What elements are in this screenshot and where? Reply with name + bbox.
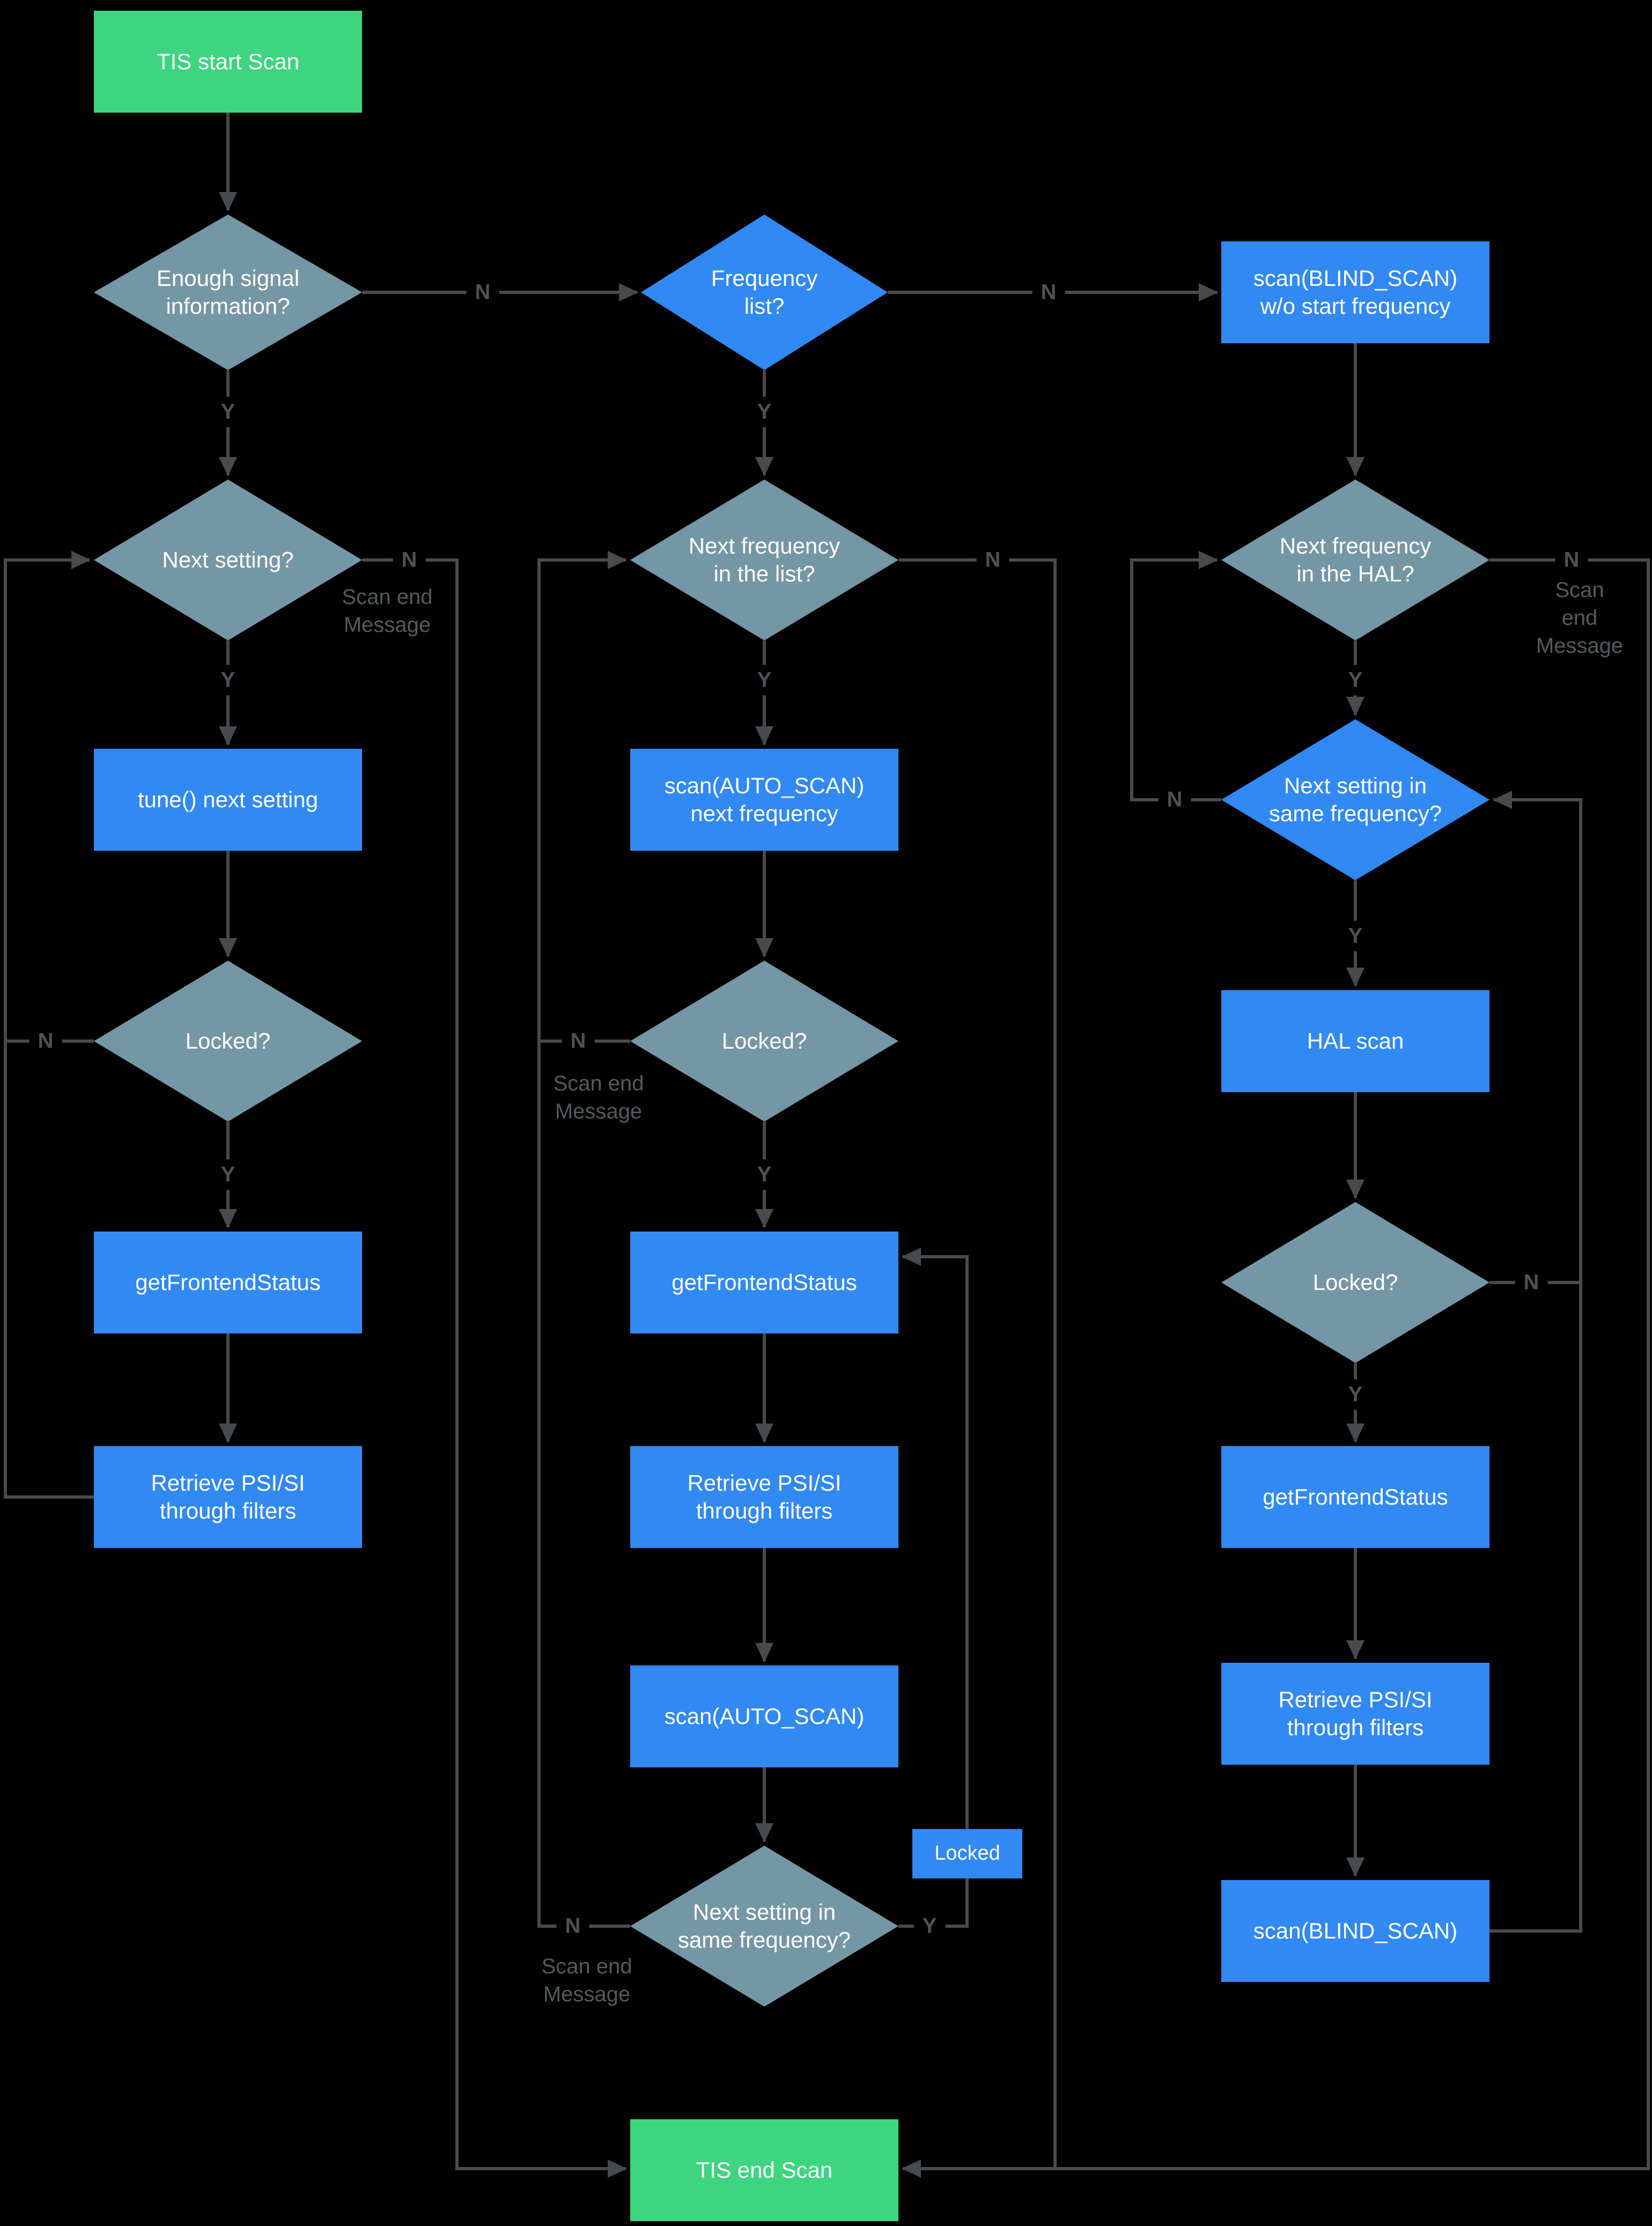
edge-label-n: N (1515, 1267, 1548, 1298)
node-label: Locked? (721, 1028, 807, 1053)
node-tis-start-scan: TIS start Scan (94, 11, 362, 113)
node-label: Retrieve PSI/SI through filters (687, 1470, 842, 1524)
scan-end-message: Scan end Message (342, 583, 433, 639)
node-label: TIS start Scan (156, 48, 300, 74)
scan-end-message: Scan end Message (541, 1952, 632, 2008)
edge-label-n: N (1032, 277, 1065, 308)
node-locked-tag: Locked (912, 1829, 1022, 1878)
edge-label-n: N (393, 544, 426, 576)
edge-label-n: N (976, 544, 1009, 576)
node-label: getFrontendStatus (672, 1269, 857, 1295)
edge-label-n: N (562, 1026, 595, 1057)
node-label: tune() next setting (137, 786, 319, 812)
edge-retrieve-left-loop (4, 551, 94, 1499)
node-label: getFrontendStatus (135, 1269, 321, 1295)
node-scan-blind-wo-start-frequency: scan(BLIND_SCAN) w/o start frequency (1221, 241, 1489, 343)
edge-label-y: Y (212, 1159, 244, 1190)
node-label: Locked (934, 1842, 1000, 1865)
node-label: Frequency list? (711, 265, 818, 319)
node-scan-blind-scan: scan(BLIND_SCAN) (1221, 1880, 1489, 1982)
node-label: Next setting in same frequency? (677, 1899, 851, 1953)
node-label: scan(AUTO_SCAN) (664, 1703, 865, 1729)
node-retrieve-psi-si-right: Retrieve PSI/SI through filters (1221, 1663, 1489, 1765)
edge-label-n: N (1158, 784, 1191, 815)
node-getfrontendstatus-right: getFrontendStatus (1221, 1446, 1489, 1548)
edge-same-freq-mid-y-loop (898, 1248, 969, 1928)
edge-label-y: Y (212, 396, 244, 427)
edge-scan-blind-loop (1489, 791, 1582, 1933)
edge-label-y: Y (748, 396, 780, 427)
node-retrieve-psi-si-mid: Retrieve PSI/SI through filters (630, 1446, 898, 1548)
edge-label-n: N (556, 1911, 589, 1942)
node-getfrontendstatus-mid: getFrontendStatus (630, 1232, 898, 1333)
node-label: Locked? (1312, 1269, 1398, 1295)
node-scan-auto-scan: scan(AUTO_SCAN) (630, 1665, 898, 1767)
edge-same-freq-mid-n-loop (537, 551, 630, 1928)
node-label: Next frequency in the list? (688, 533, 840, 587)
scan-end-message: Scan end Message (1536, 576, 1624, 660)
edge-label-y: Y (212, 665, 244, 696)
node-scan-auto-next-frequency: scan(AUTO_SCAN) next frequency (630, 749, 898, 851)
node-tis-end-scan: TIS end Scan (630, 2119, 898, 2221)
node-label: getFrontendStatus (1263, 1484, 1448, 1509)
node-hal-scan: HAL scan (1221, 990, 1489, 1092)
node-label: TIS end Scan (696, 2157, 833, 2183)
node-label: Next frequency in the HAL? (1279, 533, 1432, 587)
node-retrieve-psi-si-left: Retrieve PSI/SI through filters (94, 1446, 362, 1548)
node-tune-next-setting: tune() next setting (94, 749, 362, 851)
node-getfrontendstatus-left: getFrontendStatus (94, 1232, 362, 1333)
node-label: Next setting? (162, 547, 294, 572)
edge-label-n: N (466, 277, 499, 308)
node-label: HAL scan (1307, 1028, 1404, 1053)
edge-next-freq-list-n-rail (898, 558, 1057, 2169)
scan-end-message: Scan end Message (553, 1070, 644, 1125)
edge-label-y: Y (748, 665, 780, 696)
edge-label-y: Y (748, 1159, 780, 1190)
node-label: Locked? (185, 1028, 271, 1053)
edge-same-freq-right-n-loop (1130, 551, 1221, 801)
edge-label-n: N (1555, 544, 1588, 576)
node-label: Enough signal information? (156, 265, 300, 319)
edge-label-y: Y (1339, 665, 1371, 696)
node-label: scan(AUTO_SCAN) next frequency (664, 772, 865, 827)
edge-label-y: Y (1339, 1379, 1371, 1410)
edge-label-y: Y (913, 1911, 946, 1942)
edge-label-y: Y (1339, 920, 1371, 952)
node-label: Next setting in same frequency? (1268, 772, 1442, 827)
node-label: scan(BLIND_SCAN) w/o start frequency (1253, 265, 1458, 319)
node-label: Retrieve PSI/SI through filters (1278, 1686, 1433, 1741)
node-label: scan(BLIND_SCAN) (1253, 1918, 1458, 1943)
edge-label-n: N (29, 1026, 62, 1057)
node-label: Retrieve PSI/SI through filters (151, 1470, 305, 1524)
